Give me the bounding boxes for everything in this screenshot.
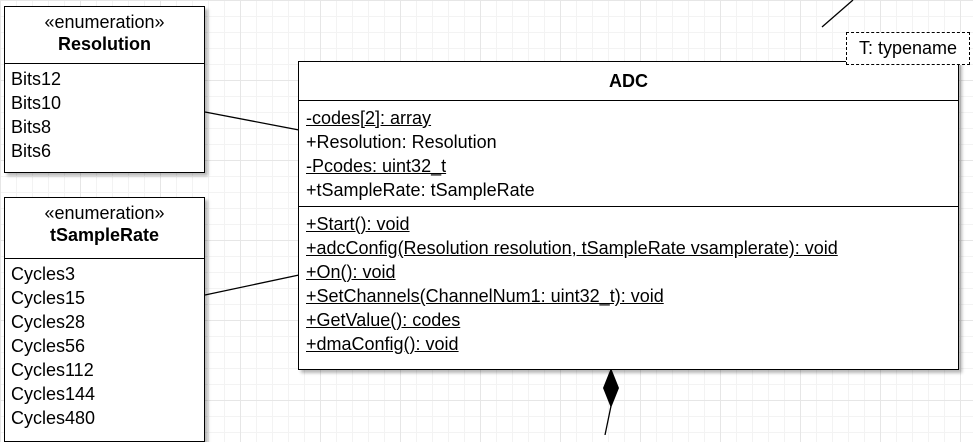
operation-item: +GetValue(): codes	[306, 310, 461, 330]
enum-literal: Bits12	[11, 69, 62, 89]
class-adc-attributes: -codes[2]: array +Resolution: Resolution…	[299, 101, 958, 207]
enum-literal: Cycles15	[11, 288, 86, 308]
enum-literal: Cycles56	[11, 336, 86, 356]
operation-item: +SetChannels(ChannelNum1: uint32_t): voi…	[306, 286, 664, 306]
enum-literal: Cycles3	[11, 264, 76, 284]
enum-literal: Cycles28	[11, 312, 86, 332]
attribute-item: -codes[2]: array	[306, 108, 432, 128]
enum-samplerate-name: tSampleRate	[49, 225, 160, 245]
composition-line	[604, 405, 612, 435]
enum-literal: Bits6	[11, 141, 52, 161]
enum-literal: Cycles112	[11, 360, 94, 380]
enum-samplerate-box[interactable]: «enumeration» tSampleRate Cycles3 Cycles…	[4, 197, 205, 442]
enum-literal: Bits8	[11, 117, 52, 137]
association-line-topright	[821, 0, 854, 28]
enum-resolution-box[interactable]: «enumeration» Resolution Bits12 Bits10 B…	[4, 6, 205, 173]
enum-literal: Bits10	[11, 93, 62, 113]
operation-item: +adcConfig(Resolution resolution, tSampl…	[306, 238, 838, 258]
class-adc-name: ADC	[299, 62, 958, 101]
enum-resolution-name: Resolution	[58, 34, 151, 54]
enum-samplerate-stereotype: «enumeration»	[44, 203, 165, 223]
attribute-item: +tSampleRate: tSampleRate	[306, 180, 535, 200]
enum-samplerate-literals: Cycles3 Cycles15 Cycles28 Cycles56 Cycle…	[5, 259, 204, 430]
enum-resolution-literals: Bits12 Bits10 Bits8 Bits6	[5, 64, 204, 163]
operation-item: +Start(): void	[306, 214, 410, 234]
class-adc-operations: +Start(): void +adcConfig(Resolution res…	[299, 207, 958, 360]
enum-samplerate-header: «enumeration» tSampleRate	[5, 198, 204, 259]
association-line-resolution	[204, 111, 300, 131]
attribute-item: +Resolution: Resolution	[306, 132, 497, 152]
enum-resolution-header: «enumeration» Resolution	[5, 7, 204, 64]
operation-item: +On(): void	[306, 262, 396, 282]
composition-diamond	[603, 368, 619, 408]
association-line-samplerate	[204, 274, 300, 296]
operation-item: +dmaConfig(): void	[306, 334, 459, 354]
enum-literal: Cycles144	[11, 384, 96, 404]
enum-resolution-stereotype: «enumeration»	[44, 12, 165, 32]
attribute-item: -Pcodes: uint32_t	[306, 156, 447, 176]
enum-literal: Cycles480	[11, 408, 96, 428]
class-adc-box[interactable]: ADC -codes[2]: array +Resolution: Resolu…	[298, 61, 959, 370]
template-parameter-box[interactable]: T: typename	[846, 32, 970, 65]
